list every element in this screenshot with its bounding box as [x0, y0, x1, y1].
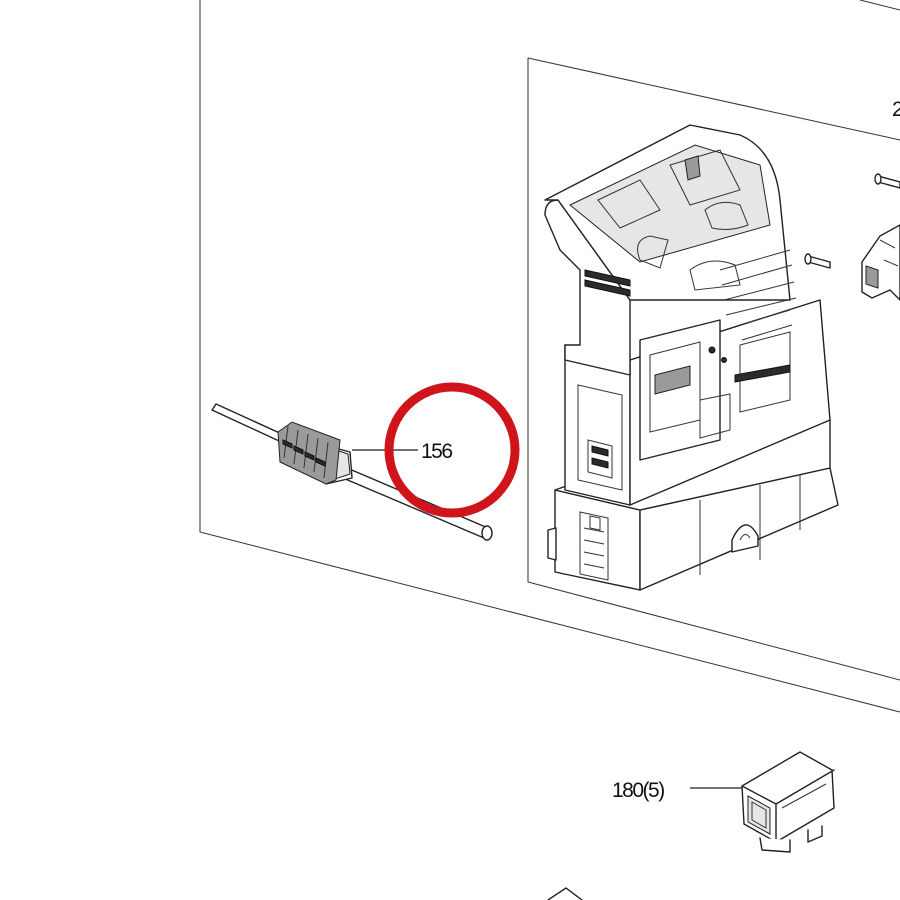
screw-lower	[804, 253, 831, 269]
bottom-part-fragment	[547, 887, 583, 900]
screw-upper	[874, 173, 900, 189]
outer-assembly-frame	[199, 0, 900, 713]
highlight-ring	[384, 382, 520, 518]
part-label-156: 156	[421, 440, 452, 463]
bracket-fragment	[861, 224, 900, 301]
clip-part	[741, 751, 835, 853]
inner-assembly-frame	[527, 57, 900, 681]
part-label-top-right: 2	[892, 98, 900, 121]
part-label-180: 180(5)	[612, 779, 664, 802]
sensor-probe-part	[211, 403, 493, 541]
main-housing	[544, 124, 839, 591]
